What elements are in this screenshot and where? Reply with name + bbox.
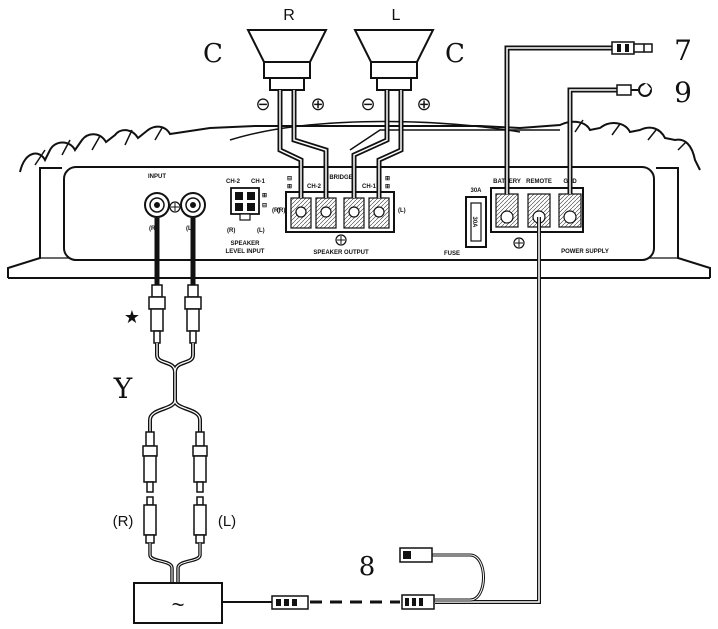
callout-7: 7 (674, 34, 692, 67)
rca-jack-right[interactable] (144, 192, 170, 218)
speaker-level-input: CH-2 CH-1 ⊞ ⊟ (R) (R) (L) SPEAKER LEVEL … (226, 179, 281, 255)
sli-r-side: (R) (272, 208, 280, 214)
ground-lug (616, 83, 652, 97)
sli-ch1-label: CH-1 (251, 179, 266, 185)
battery-connector (611, 41, 653, 55)
callout-c-right: C (203, 39, 223, 69)
speaker-right-plus-icon: ⊕ (310, 94, 325, 114)
callout-9: 9 (674, 76, 692, 109)
speaker-right (246, 29, 328, 91)
input-section: INPUT (R) (L) (144, 174, 206, 232)
fuse-label: FUSE (444, 251, 460, 257)
sli-title-line1: SPEAKER (230, 241, 260, 247)
bridge-plus-icon: ⊞ (287, 184, 292, 190)
speaker-terminal-ch1-plus[interactable] (368, 197, 390, 229)
source-l-label: (L) (218, 513, 236, 530)
speaker-left-label: L (392, 7, 401, 24)
sli-title-line2: LEVEL INPUT (226, 249, 265, 255)
spk-ch1-label: CH-1 (362, 184, 377, 190)
head-unit-remote-connector (222, 595, 309, 610)
fuse-rating-label: 30A (470, 188, 482, 194)
screw-icon-power (513, 237, 525, 249)
input-label: INPUT (148, 174, 166, 180)
head-unit-symbol: ~ (172, 592, 185, 617)
star-icon: ★ (124, 307, 140, 327)
speaker-output-label: SPEAKER OUTPUT (313, 250, 369, 256)
speaker-left (353, 29, 435, 91)
speaker-left-minus-icon: ⊖ (360, 94, 375, 114)
screw-icon-speaker (335, 234, 347, 246)
source-cables (148, 543, 202, 583)
callout-y: Y (113, 372, 133, 405)
y-cable-plug-right (192, 431, 208, 493)
bridge-label: BRIDGE (329, 175, 352, 181)
rca-cables (154, 218, 196, 285)
input-l-label: (L) (186, 226, 194, 232)
rca-jack-left[interactable] (180, 192, 206, 218)
spk-ch2-label: CH-2 (307, 184, 322, 190)
sli-minus-icon: ⊟ (262, 203, 267, 209)
spk-l-label: (L) (398, 208, 406, 214)
bridge-plus-icon-right2: ⊞ (385, 184, 390, 190)
fuse[interactable]: 30A (465, 196, 487, 248)
speaker-terminal-ch2-minus[interactable] (290, 197, 312, 229)
sli-ch2-label: CH-2 (226, 179, 241, 185)
power-supply-label: POWER SUPPLY (561, 249, 609, 255)
sli-r-label: (R) (227, 228, 235, 234)
callout-8: 8 (359, 552, 376, 582)
source-r-label: (R) (113, 513, 134, 530)
remote-splice (399, 547, 485, 610)
speaker-level-connector[interactable] (230, 187, 260, 221)
ground-terminal[interactable] (558, 193, 582, 228)
speaker-right-label: R (283, 7, 295, 24)
remote-wire (435, 217, 541, 604)
sli-l-label: (L) (257, 228, 265, 234)
fuse-section: 30A 30A FUSE (444, 188, 487, 257)
ground-wire (567, 87, 617, 194)
spk-r-label: (R) (277, 208, 285, 214)
speaker-wires (277, 90, 404, 198)
battery-terminal[interactable] (495, 193, 519, 228)
input-r-label: (R) (149, 226, 157, 232)
head-unit: ~ (133, 582, 223, 624)
sli-plus-icon: ⊞ (262, 193, 267, 199)
y-cable (148, 343, 202, 432)
source-rca-left (193, 496, 207, 544)
bridge-plus-icon-right: ⊞ (385, 176, 390, 182)
y-cable-plug-left (142, 431, 158, 493)
fuse-inner-label: 30A (471, 216, 477, 228)
source-rca-right (143, 496, 157, 544)
speaker-left-plus-icon: ⊕ (416, 94, 431, 114)
remote-label: REMOTE (526, 179, 552, 185)
rca-plug-star (148, 284, 166, 344)
speaker-right-minus-icon: ⊖ (255, 94, 270, 114)
screw-icon (169, 201, 181, 213)
rca-plug-2 (184, 284, 202, 344)
speaker-terminal-ch1-minus[interactable] (343, 197, 365, 229)
bridge-minus-icon: ⊟ (287, 176, 292, 182)
speaker-terminal-ch2-plus[interactable] (315, 197, 337, 229)
battery-wire (504, 45, 612, 194)
callout-c-left: C (445, 39, 465, 69)
speaker-output-section: BRIDGE ⊟ ⊞ ⊞ ⊞ CH-2 CH-1 (R) (L) SPEAKE (277, 175, 406, 256)
